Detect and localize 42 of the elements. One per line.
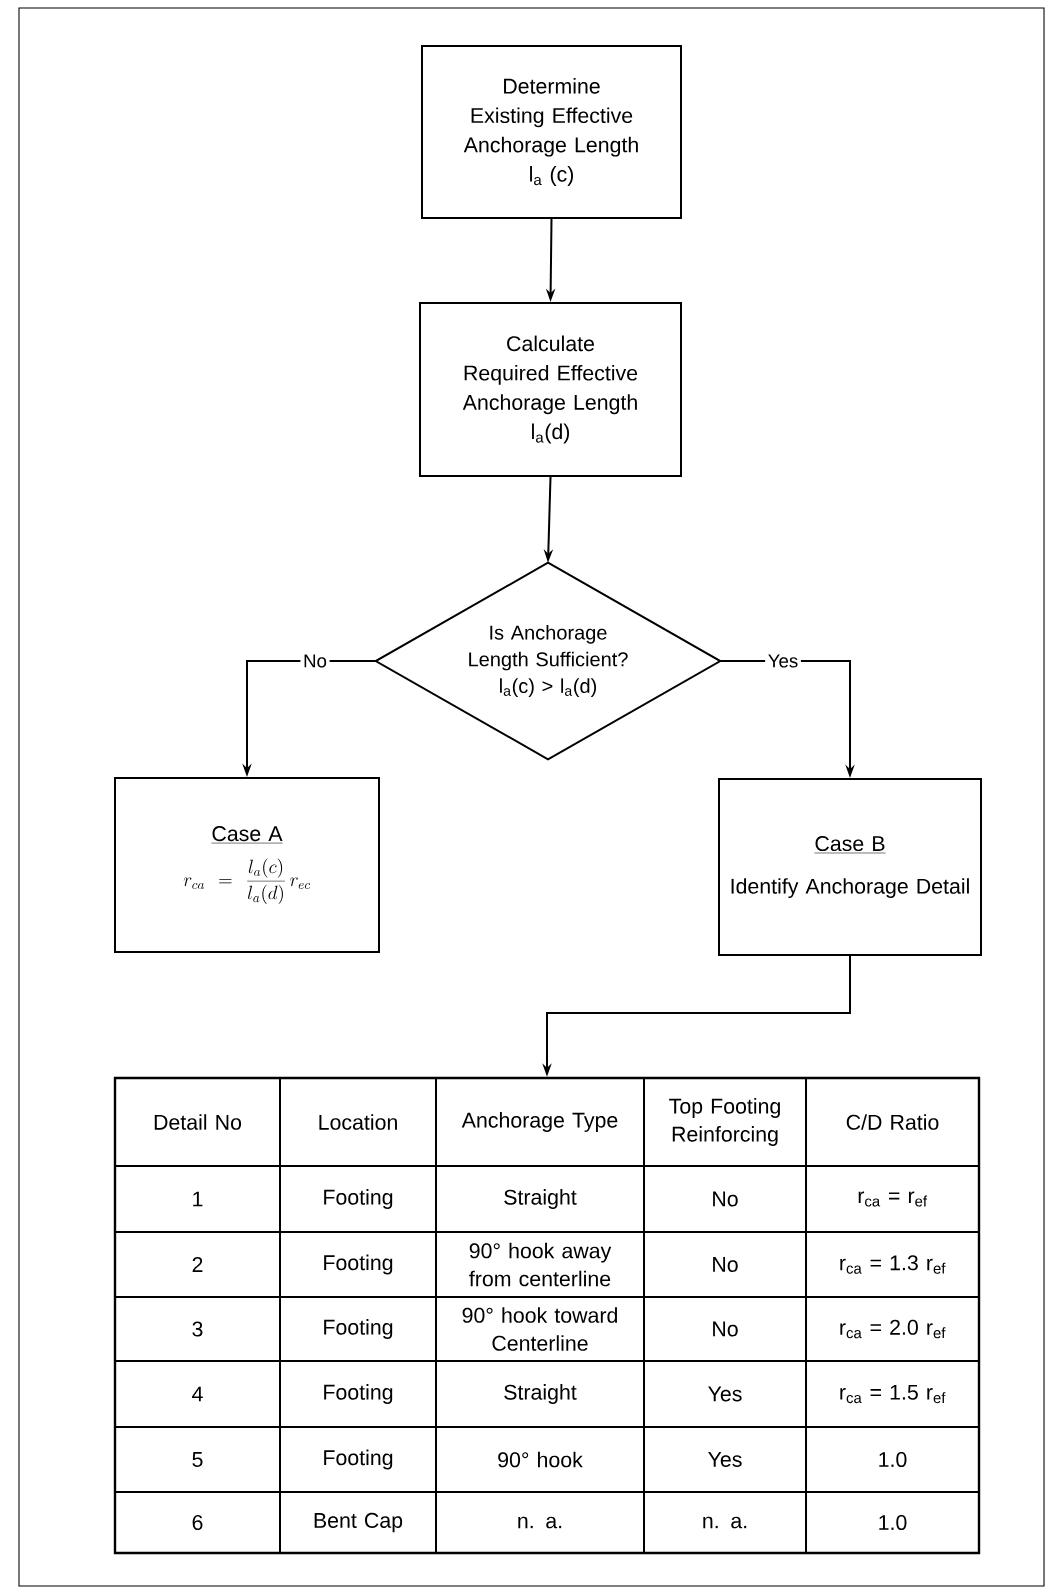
table-cell: 2 — [192, 1257, 203, 1272]
process-box: Determine Existing Effective Anchorage Length l$_{a}$ (c) — [421, 45, 682, 219]
process-box: Case B Identify Anchorage Detail — [718, 778, 982, 956]
table-cell: 6 — [192, 1514, 203, 1531]
table-cell: No — [713, 1257, 738, 1272]
table-cell: 4 — [192, 1386, 203, 1402]
table-cell: Yes — [708, 1386, 742, 1402]
table-cell: 90° hook toward Centerline — [462, 1307, 617, 1351]
table-cell: Bent Cap — [314, 1512, 403, 1533]
table-cell: No — [713, 1191, 738, 1207]
table-cell: n. a. — [703, 1516, 747, 1529]
table-cell: r$_{ca}$ = r$_{ef}$ — [858, 1191, 928, 1207]
table-cell: n. a. — [518, 1516, 562, 1529]
table-cell: r$_{ca}$ = 1.5 r$_{ef}$ — [840, 1384, 946, 1404]
table-cell: 5 — [192, 1452, 203, 1467]
column-header: Detail No — [154, 1114, 242, 1130]
table-cell: Footing — [324, 1449, 393, 1470]
table-cell: Yes — [708, 1452, 742, 1467]
table-cell: Footing — [324, 1254, 393, 1275]
table-cell: 90° hook away from centerline — [469, 1242, 612, 1287]
process-box: Case A $r_{ca} = \frac{l_{a}(c)}{l_{a}(d)}\, r_{ec}$ — [114, 777, 380, 953]
table-cell: r$_{ca}$ = 1.3 r$_{ef}$ — [840, 1255, 946, 1274]
table-cell: 1.0 — [879, 1514, 907, 1531]
table-cell: 1 — [193, 1191, 203, 1207]
table-cell: Footing — [324, 1319, 393, 1339]
table-cell: Footing — [324, 1384, 393, 1404]
table-cell: Footing — [324, 1189, 393, 1209]
table-cell: 3 — [192, 1321, 203, 1337]
table-cell: 90° hook — [498, 1451, 583, 1468]
table-cell: Straight — [504, 1189, 577, 1209]
process-box: Calculate Required Effective Anchorage Length l$_{a}$(d) — [419, 302, 682, 477]
table-cell: 1.0 — [879, 1451, 907, 1468]
detail-table — [113, 1076, 981, 1555]
edge-label: Yes — [765, 651, 801, 671]
column-header: C/D Ratio — [846, 1114, 939, 1130]
edge-label: No — [300, 651, 330, 671]
table-cell: No — [713, 1321, 738, 1337]
column-header: Top Footing Reinforcing — [669, 1098, 780, 1146]
table-cell: r$_{ca}$ = 2.0 r$_{ef}$ — [840, 1319, 946, 1339]
column-header: Anchorage Type — [461, 1112, 618, 1132]
table-cell: Straight — [504, 1384, 577, 1404]
column-header: Location — [319, 1114, 397, 1130]
